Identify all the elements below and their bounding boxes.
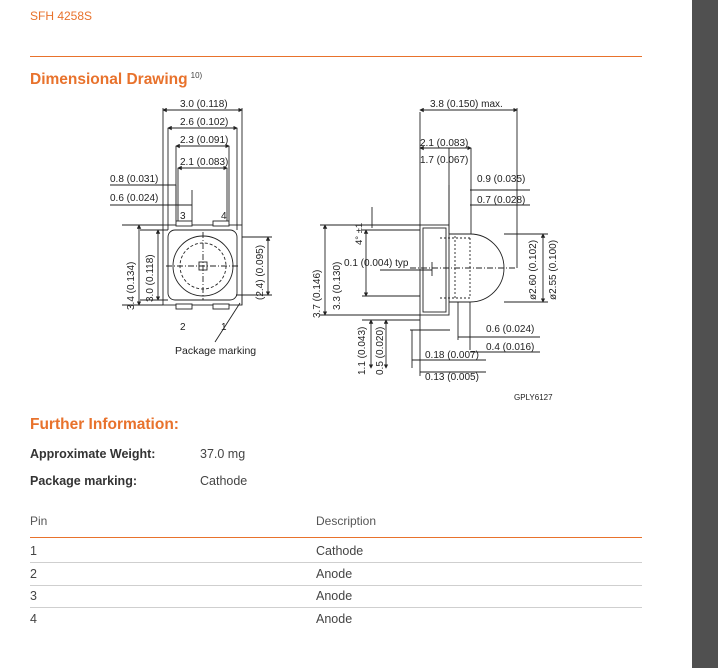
pin-3-label: 3 [180,211,186,222]
dim-0-6: 0.6 (0.024) [110,193,158,204]
dim-1-1: 1.1 (0.043) [357,327,368,375]
pin-2-label: 2 [180,322,186,333]
front-view-labels: 3.0 (0.118) 2.6 (0.102) 2.3 (0.091) 2.1 … [110,99,266,357]
package-marking-info-label: Package marking: [30,474,137,488]
dim-0-4: 0.4 (0.016) [486,342,534,353]
header-divider [30,56,642,57]
description-column-header: Description [316,514,377,528]
pin-column-header: Pin [30,514,48,528]
table-row-4-description: Anode [316,612,353,626]
table-row-1-description: Cathode [316,544,364,558]
dim-0-8: 0.8 (0.031) [110,174,158,185]
right-scrollbar-panel[interactable] [692,0,718,668]
package-marking-info-value: Cathode [200,474,248,488]
dim-3-4: 3.4 (0.134) [126,262,137,310]
dim-3-0: 3.0 (0.118) [180,99,228,110]
weight-label: Approximate Weight: [30,447,156,461]
dim-3-0-h: 3.0 (0.118) [145,254,156,302]
package-marking-label: Package marking [175,345,256,357]
table-row-4-pin: 4 [30,612,37,626]
footnote-ref: 10) [190,71,203,80]
dim-0-18: 0.18 (0.007) [425,350,479,361]
dim-3-7: 3.7 (0.146) [312,270,323,318]
weight-value: 37.0 mg [200,447,246,461]
dim-dia-2-60: ø2.60 (0.102) [528,240,539,300]
table-row-divider [30,585,642,586]
package-body-outline [162,224,243,306]
dim-2-6: 2.6 (0.102) [180,117,228,128]
dim-dia-2-55: ø2.55 (0.100) [548,240,559,300]
table-row-divider [30,607,642,608]
table-row-divider [30,562,642,563]
side-view [320,107,548,376]
table-header-divider [30,537,642,538]
dim-0-7: 0.7 (0.028) [477,195,525,206]
table-row-3-description: Anode [316,589,353,603]
dim-side-1-7: 1.7 (0.067) [420,155,468,166]
side-view-labels: 3.8 (0.150) max. 2.1 (0.083) 1.7 (0.067)… [312,99,559,402]
dim-2-1: 2.1 (0.083) [180,157,228,168]
table-row-2-description: Anode [316,567,353,581]
dim-0-9: 0.9 (0.035) [477,174,525,185]
drawing-code: GPLY6127 [514,393,553,402]
dimensional-drawing: 3.0 (0.118) 2.6 (0.102) 2.3 (0.091) 2.1 … [110,99,559,402]
dim-2-3: 2.3 (0.091) [180,135,228,146]
dim-0-1-typ: 0.1 (0.004) typ [344,258,409,269]
dim-0-5: 0.5 (0.020) [375,327,386,375]
dim-3-3: 3.3 (0.130) [332,262,343,310]
dim-side-0-6: 0.6 (0.024) [486,324,534,335]
pin-4-label: 4 [221,211,227,222]
table-row-1-pin: 1 [30,544,37,558]
angle-4deg: 4° ±1 [354,223,365,245]
dim-0-13: 0.13 (0.005) [425,372,479,383]
table-row-3-pin: 3 [30,589,37,603]
front-view [110,107,272,343]
table-row-2-pin: 2 [30,567,37,581]
pin-1-label: 1 [221,322,227,333]
further-information-title: Further Information: [30,416,179,433]
dim-2-4: (2.4) (0.095) [255,245,266,300]
dim-side-2-1: 2.1 (0.083) [420,138,468,149]
product-id: SFH 4258S [30,9,93,23]
dim-3-8-max: 3.8 (0.150) max. [430,99,503,110]
